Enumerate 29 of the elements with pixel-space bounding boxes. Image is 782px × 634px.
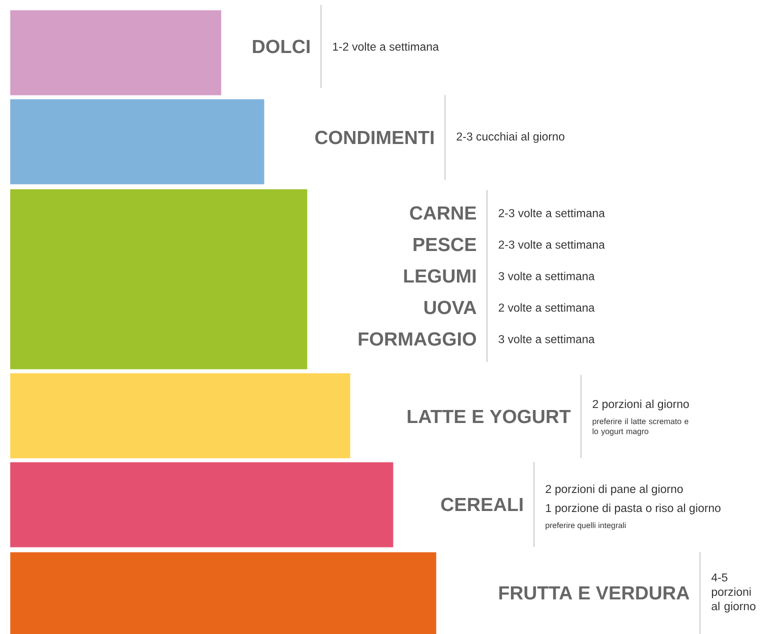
portion-text: 2-3 volte a settimana: [498, 208, 605, 218]
category-label: FORMAGGIO: [358, 332, 476, 346]
portion-text: preferire quelli integrali: [546, 522, 626, 530]
food-bar: [10, 552, 436, 634]
category-label: CONDIMENTI: [315, 130, 434, 144]
portion-text: 2 porzioni di pane al giorno: [546, 484, 683, 496]
category-label: LEGUMI: [404, 269, 476, 283]
portion-text: 3 volte a settimana: [498, 272, 595, 280]
portion-text: 3 volte a settimana: [498, 334, 595, 344]
portion-text: 1 porzione di pasta o riso al giorno: [546, 504, 720, 514]
portion-text: preferire il latte scremato e lo yogurt magro: [592, 418, 688, 436]
food-bar: [10, 99, 264, 184]
portion-text: 1-2 volte a settimana: [333, 42, 439, 51]
category-label: FRUTTA E VERDURA: [499, 586, 690, 600]
portion-text: 2 porzioni al giorno: [592, 400, 689, 410]
category-label: DOLCI: [252, 40, 310, 54]
category-label: PESCE: [414, 238, 476, 252]
portion-text: 2 volte a settimana: [498, 303, 595, 312]
category-label: CEREALI: [441, 498, 523, 512]
category-label: UOVA: [424, 300, 476, 314]
portion-text: 2-3 cucchiai al giorno: [456, 132, 564, 143]
food-bar: [10, 189, 308, 370]
food-bar: [10, 373, 350, 458]
food-bar: [10, 462, 394, 548]
portion-text: 4-5 porzioni al giorno: [711, 573, 756, 613]
category-label: LATTE E YOGURT: [408, 410, 571, 424]
category-label: CARNE: [410, 206, 476, 220]
portion-text: 2-3 volte a settimana: [498, 240, 605, 249]
food-bar: [10, 10, 222, 96]
